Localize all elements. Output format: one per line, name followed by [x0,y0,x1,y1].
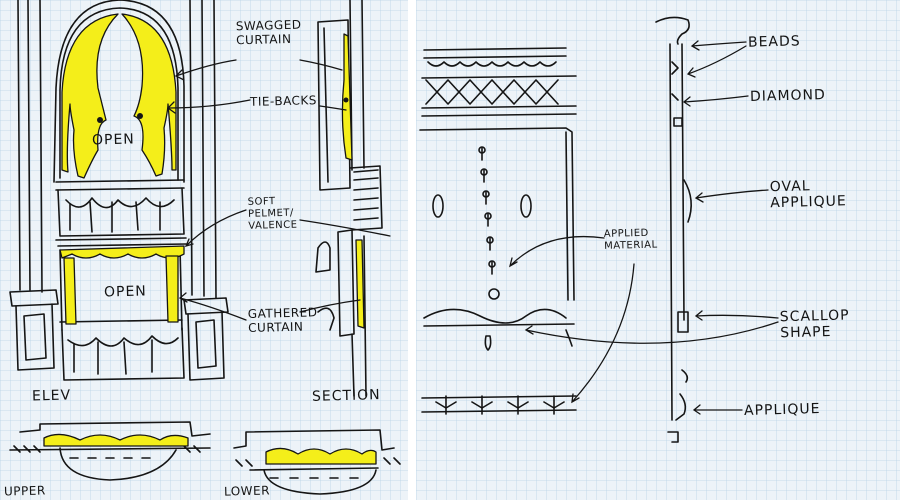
beaded-frieze-band [423,47,567,67]
label-diamond: DIAMOND [749,87,827,105]
swagged-curtain-left [61,13,119,179]
leader-applied-material-1 [508,235,605,268]
label-applique: APPLIQUE [743,401,821,419]
leader-beads-1 [690,40,747,51]
leader-section-curtain [299,59,343,71]
left-column [9,0,59,371]
left-sketch-sheet: SWAGGED CURTAIN TIE-BACKS OPEN SOFT PELM… [0,0,408,500]
label-open-upper: OPEN [91,131,135,149]
section-gathered-highlight [355,239,365,329]
upper-arch-window [53,0,185,191]
right-column [183,0,229,381]
label-oval-applique: OVAL APPLIQUE [769,178,847,212]
leader-scallop-1 [694,310,779,321]
gathered-curtain-right [165,255,179,323]
leader-scallop-2 [524,321,779,344]
leader-soft-pelmet [184,209,247,248]
left-sketch-drawing [0,0,408,500]
label-lower-plan: LOWER [223,483,271,499]
tie-back-knot-left [97,117,103,123]
leader-gathered-curtain [178,292,247,321]
leader-tie-backs-section [319,105,347,111]
applied-material-panel [419,127,575,351]
right-sketch-sheet: BEADS DIAMOND OVAL APPLIQUE APPLIED MATE… [416,0,900,500]
label-soft-pelmet: SOFT PELMET/ VALENCE [247,196,298,232]
leader-pelmet-section [299,219,391,237]
profile-section [655,16,692,443]
applique-rail [421,395,577,415]
label-gathered-curtain: GATHERED CURTAIN [247,305,318,336]
upper-plan-view [9,421,211,481]
label-beads: BEADS [747,33,801,51]
leader-tie-backs [166,99,251,114]
leader-diamond [682,95,749,107]
section-drawing [315,0,383,397]
leader-applied-material-2 [571,263,635,404]
tie-back-knot-section [343,97,349,103]
label-upper-plan: UPPER [3,483,46,499]
label-swagged-curtain: SWAGGED CURTAIN [235,17,302,48]
label-open-lower: OPEN [103,283,147,301]
leader-swagged-curtain [174,59,237,81]
gathered-curtain-left [63,257,77,325]
label-elev: ELEV [31,387,72,405]
lower-balcony [61,327,185,381]
label-tie-backs: TIE-BACKS [249,93,318,109]
leader-gathered-section [299,299,361,313]
label-section: SECTION [311,387,381,405]
leader-oval-applique [694,189,769,203]
right-sketch-drawing [416,0,900,500]
graph-grid [416,0,900,500]
balcony-panel [55,187,187,247]
label-scallop-shape: SCALLOP SHAPE [779,307,850,342]
label-applied-material: APPLIED MATERIAL [603,227,658,252]
tie-back-knot-right [137,113,143,119]
lower-window-frame [59,247,183,331]
lower-plan-curtain-highlight [265,447,377,465]
lower-plan-view [233,429,401,495]
swagged-curtain-right [121,13,177,177]
upper-plan-curtain-highlight [43,433,189,447]
section-swag-highlight [341,33,353,161]
leader-applique [692,404,743,415]
diamond-lattice-band [421,75,577,117]
leader-beads-2 [686,45,747,78]
